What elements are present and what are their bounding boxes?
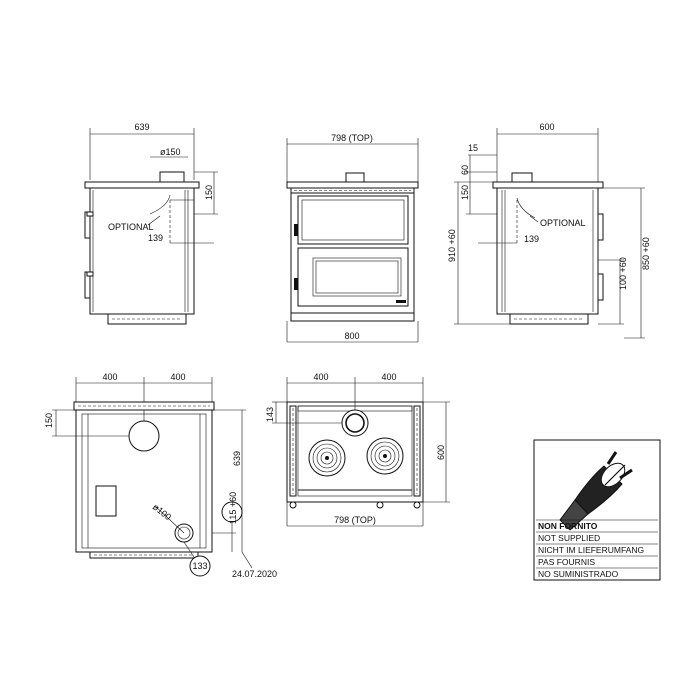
dim-offset-15: 15 — [468, 143, 478, 153]
side-view-right: 600 15 OPTIONAL 139 150 60 910 — [447, 122, 651, 339]
dim-height-100: 100 +60 — [618, 257, 628, 290]
schuko-plug-icon — [559, 451, 633, 531]
dim-top-depth: 600 — [436, 445, 446, 460]
dim-front-bottom-width: 800 — [344, 331, 359, 341]
front-view: 798 (TOP) 800 — [286, 133, 419, 343]
dim-flue-60-right: 60 — [460, 165, 470, 175]
dim-flue-diameter: ø150 — [160, 147, 181, 157]
drawing-date: 24.07.2020 — [232, 569, 277, 579]
dim-flue-150-right: 150 — [460, 185, 470, 200]
dim-outlet-offset: 133 — [192, 561, 207, 571]
dim-rear-left-half: 400 — [102, 372, 117, 382]
dim-top-right-half: 400 — [381, 372, 396, 382]
dim-side-width: 639 — [134, 122, 149, 132]
dim-height-850: 850 +60 — [641, 237, 651, 270]
dim-flue-offset-left: 139 — [148, 233, 163, 243]
rear-view: 400 400 150 ø100 639 115 +60 — [44, 372, 277, 579]
notice-line-fr: PAS FOURNIS — [538, 557, 595, 567]
dim-rear-depth: 639 — [232, 451, 242, 466]
dim-outlet-height: 115 +60 — [228, 492, 238, 524]
notice-line-it: NON FORNITO — [538, 521, 598, 531]
label-optional-right: OPTIONAL — [540, 218, 586, 228]
dim-top-width: 798 (TOP) — [334, 515, 376, 525]
dim-outlet-diameter: ø100 — [151, 502, 173, 523]
top-view: 400 400 143 — [265, 372, 450, 527]
dim-rear-right-half: 400 — [170, 372, 185, 382]
notice-line-de: NICHT IM LIEFERUMFANG — [538, 545, 644, 555]
not-supplied-notice: NON FORNITO NOT SUPPLIED NICHT IM LIEFER… — [533, 439, 661, 581]
dim-rear-top-offset: 150 — [44, 413, 54, 428]
dim-top-left-half: 400 — [313, 372, 328, 382]
dim-height-910: 910 +60 — [447, 229, 457, 262]
dim-top-flue-offset: 143 — [265, 407, 275, 422]
dim-flue-height-left: 150 — [204, 185, 214, 200]
label-optional-left: OPTIONAL — [108, 222, 154, 232]
notice-line-en: NOT SUPPLIED — [538, 533, 600, 543]
dim-side-right-width: 600 — [539, 122, 554, 132]
dim-flue-offset-right: 139 — [524, 234, 539, 244]
side-view-left: 639 ø150 OPTIONAL 139 150 — [84, 122, 218, 325]
notice-line-es: NO SUMINISTRADO — [538, 569, 619, 579]
dim-front-top-width: 798 (TOP) — [331, 133, 373, 143]
